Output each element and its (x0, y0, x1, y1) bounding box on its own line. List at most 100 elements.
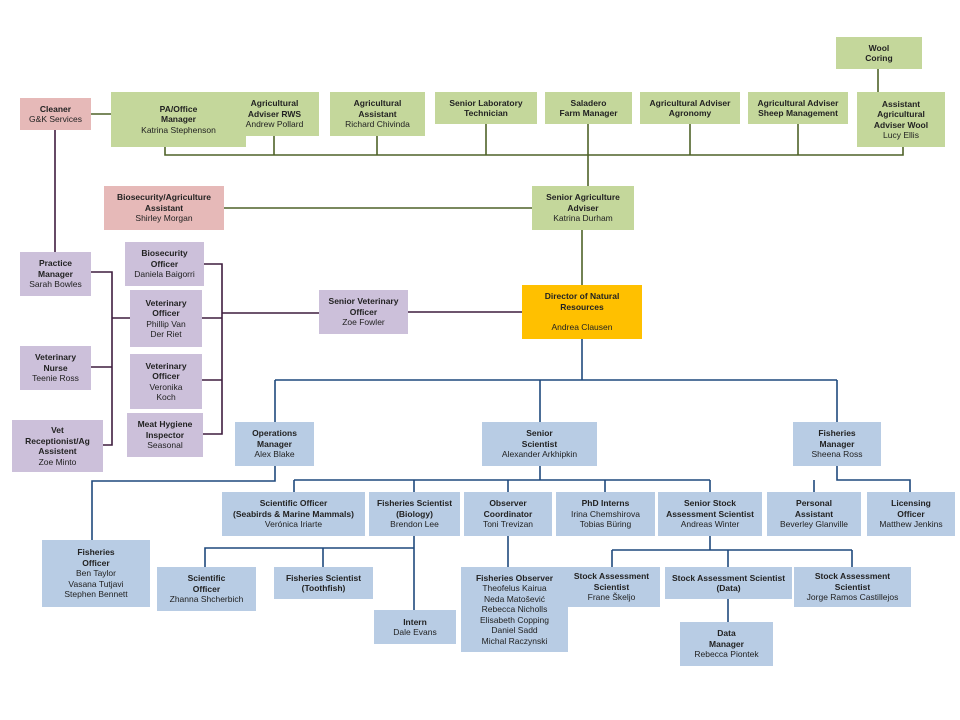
box-title: Agricultural Adviser Agronomy (649, 97, 731, 119)
box-agri-adviser-agronomy: Agricultural Adviser Agronomy (640, 92, 740, 124)
box-title: Personal Assistant (794, 498, 834, 519)
box-title: Licensing Officer (891, 498, 931, 519)
box-title: Biosecurity/Agriculture Assistant (117, 192, 211, 213)
box-title: Stock Assessment Scientist (Data) (671, 572, 786, 594)
box-title: Stock Assessment Scientist (573, 571, 650, 592)
box-names: Dale Evans (393, 627, 437, 637)
box-title: Meat Hygiene Inspector (137, 419, 193, 440)
box-title: Vet Receptionist/Ag Assistent (25, 425, 90, 456)
box-names: Ben Taylor Vasana Tutjavi Stephen Bennet… (64, 568, 128, 600)
box-title: Scientific Officer (Seabirds & Marine Ma… (233, 498, 354, 519)
box-names: Shirley Morgan (135, 213, 193, 224)
box-title: Assistant Agricultural Adviser Wool (873, 98, 929, 130)
box-title: Fisheries Observer (475, 572, 553, 583)
box-names: Brendon Lee (390, 519, 439, 530)
box-title: Operations Manager (252, 428, 297, 449)
box-title: Fisheries Officer (77, 547, 115, 568)
box-names: Alex Blake (254, 449, 295, 460)
box-title: Scientific Officer (187, 573, 226, 594)
box-title: Cleaner (39, 103, 72, 114)
box-names: Andrea Clausen (551, 322, 613, 333)
box-names: Seasonal (147, 440, 183, 451)
box-agri-adviser-sheep: Agricultural Adviser Sheep Management (748, 92, 848, 124)
box-names: Andrew Pollard (245, 119, 304, 130)
connector-line (164, 147, 904, 156)
box-title: Stock Assessment Scientist (814, 571, 891, 592)
box-names: Katrina Stephenson (141, 124, 216, 135)
box-names: Rebecca Piontek (694, 649, 759, 660)
box-senior-lab-technician: Senior Laboratory Technician (435, 92, 537, 124)
box-names: Phillip Van Der Riet (146, 318, 186, 340)
box-names: Sheena Ross (811, 449, 863, 460)
box-title: Veterinary Nurse (34, 352, 77, 373)
box-title: Veterinary Officer (145, 297, 187, 319)
box-names: Katrina Durham (553, 213, 613, 224)
box-names: Teenie Ross (32, 373, 79, 384)
box-title: Director of Natural Resources (544, 291, 620, 312)
box-title: Fisheries Scientist (Biology) (376, 498, 453, 519)
box-names: Zhanna Shcherbich (169, 594, 244, 605)
box-title: Practice Manager (38, 258, 73, 279)
box-title: Biosecurity Officer (141, 248, 188, 269)
box-wool-coring: Wool Coring (836, 37, 922, 69)
box-names: Lucy Ellis (883, 130, 919, 140)
box-names: Beverley Glanville (779, 519, 849, 530)
box-title: Senior Stock Assessment Scientist (666, 498, 754, 519)
box-names: G&K Services (29, 114, 82, 124)
box-saladero-farm-manager: Saladero Farm Manager (545, 92, 632, 124)
box-title: Intern (403, 616, 427, 627)
box-stock-assessment-scientist-data: Stock Assessment Scientist (Data) (665, 567, 792, 599)
box-fisheries-scientist-biology: Fisheries Scientist (Biology)Brendon Lee (369, 492, 460, 536)
box-names: Theofelus Kairua Neda Matošević Rebecca … (480, 583, 549, 646)
box-names: Jorge Ramos Castillejos (806, 592, 899, 603)
box-names: Sarah Bowles (29, 279, 82, 290)
box-names: Zoe Minto (38, 456, 77, 467)
box-scientific-officer-seabirds: Scientific Officer (Seabirds & Marine Ma… (222, 492, 365, 536)
connector-line (204, 547, 414, 567)
box-title: PhD Interns (581, 498, 630, 509)
box-title: Senior Veterinary Officer (328, 296, 399, 317)
box-title: Data Manager (709, 628, 744, 649)
box-title: Senior Agriculture Adviser (546, 192, 620, 213)
connector-line (91, 466, 276, 540)
box-title: Wool Coring (865, 42, 893, 64)
box-title: PA/Office Manager (159, 103, 198, 125)
box-title: Agricultural Adviser RWS (247, 98, 302, 119)
box-names: Zoe Fowler (342, 317, 385, 328)
connector-line (203, 263, 223, 435)
box-title: Saladero Farm Manager (559, 97, 618, 119)
box-title: Agricultural Assistant (353, 98, 402, 119)
box-title: Senior Scientist (521, 428, 558, 449)
box-fisheries-scientist-toothfish: Fisheries Scientist (Toothfish) (274, 567, 373, 599)
box-names: Andreas Winter (680, 519, 740, 530)
